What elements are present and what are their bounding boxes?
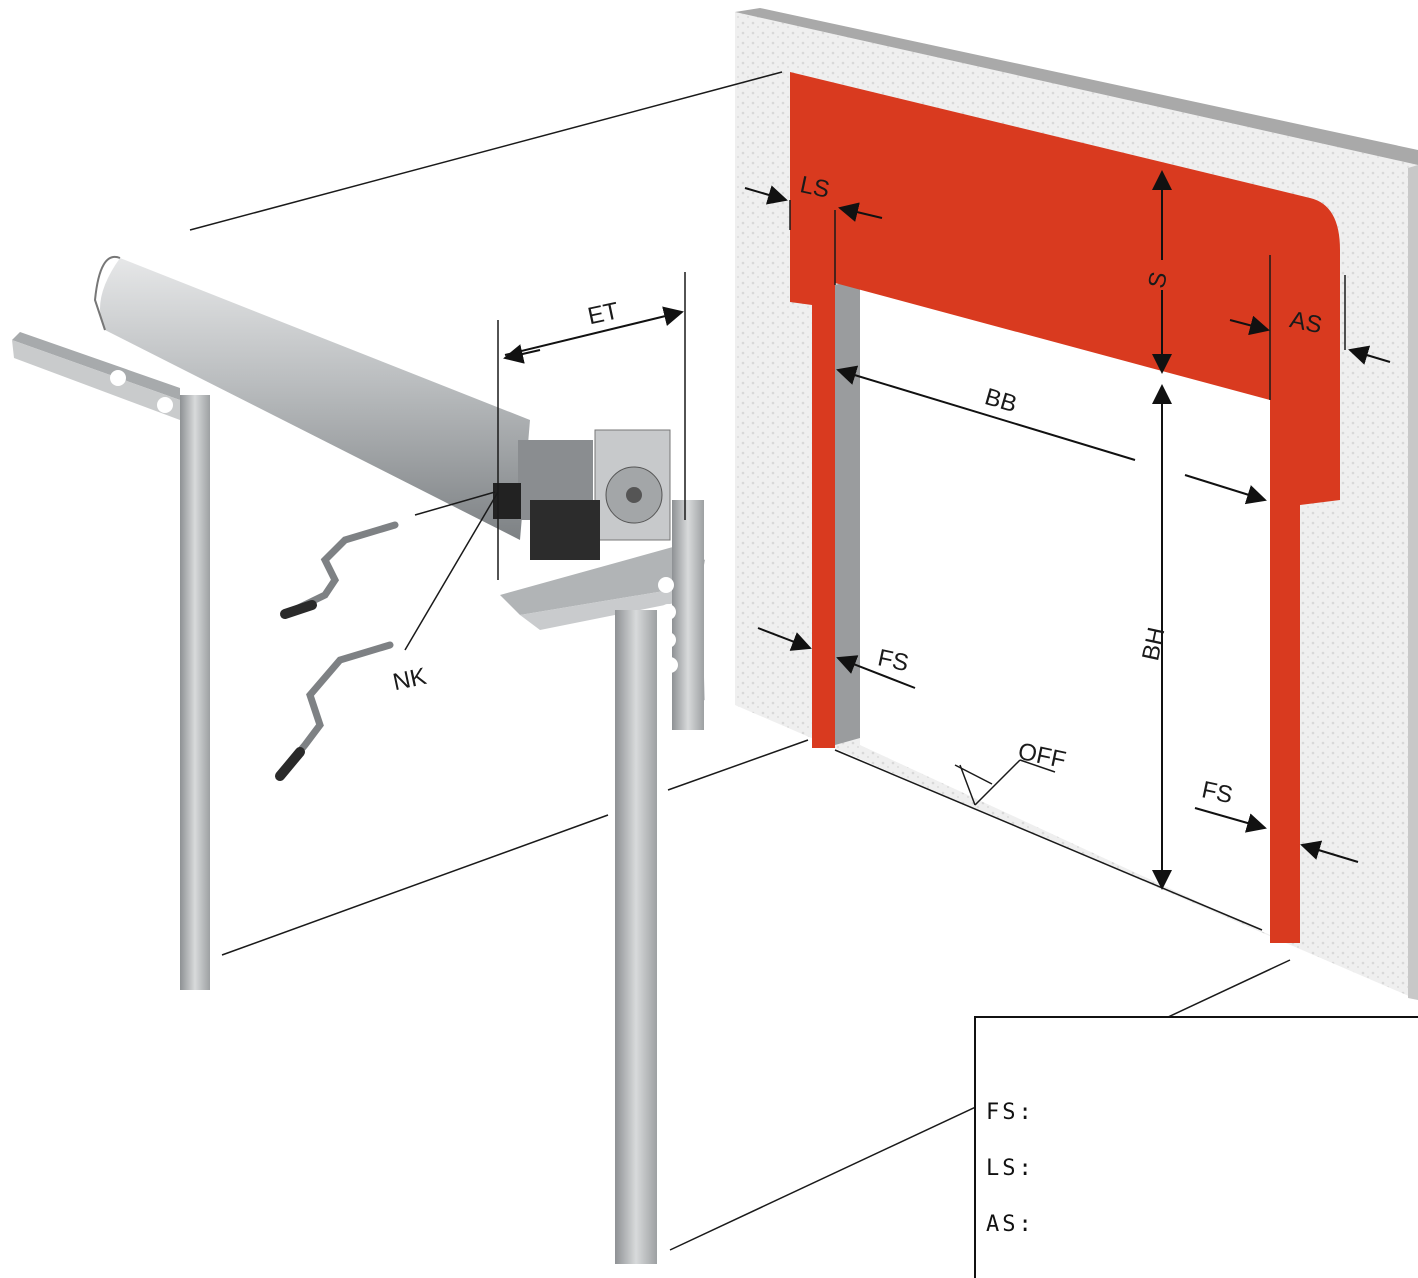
label-ls: LS bbox=[798, 171, 832, 204]
dimension-arrows bbox=[503, 170, 1391, 890]
red-frame bbox=[790, 72, 1340, 943]
label-s: S bbox=[1143, 269, 1173, 290]
hand-crank-icon bbox=[275, 521, 399, 781]
label-nk: NK bbox=[391, 663, 429, 696]
legend-row-as: AS: bbox=[986, 1212, 1035, 1237]
legend-row-ls: LS: bbox=[986, 1156, 1035, 1181]
label-fs-right: FS bbox=[1199, 776, 1235, 809]
drum-assembly bbox=[12, 255, 705, 1264]
label-as: AS bbox=[1287, 306, 1324, 339]
opening-reveal bbox=[835, 278, 860, 745]
dimension-legend: FS: LS: AS: bbox=[974, 1016, 1418, 1278]
legend-row-fs: FS: bbox=[986, 1100, 1035, 1125]
label-fs-left: FS bbox=[875, 644, 911, 677]
label-et: ET bbox=[585, 297, 621, 330]
